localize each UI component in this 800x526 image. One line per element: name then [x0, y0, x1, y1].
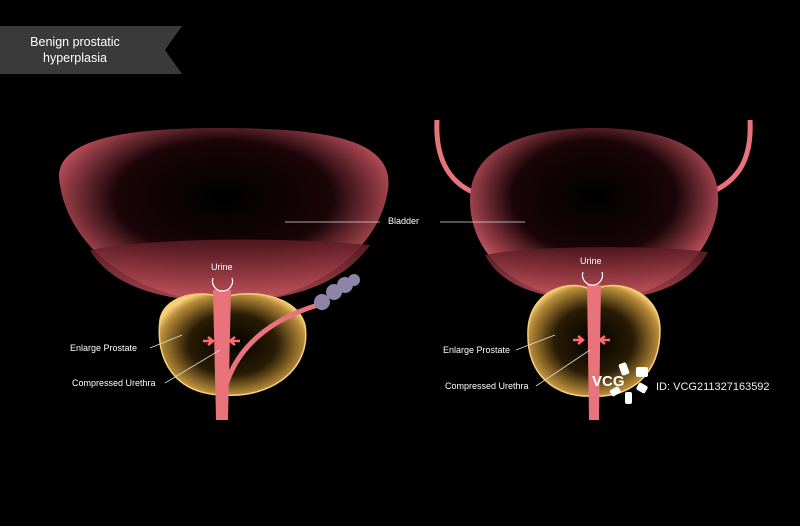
- right-urethra: [587, 285, 601, 420]
- left-urine-arrow: [211, 277, 234, 292]
- leader-lines: [149, 221, 591, 387]
- title-line-2: hyperplasia: [43, 51, 107, 65]
- left-urethra: [213, 290, 231, 420]
- page-title: Benign prostatic hyperplasia: [0, 34, 150, 66]
- label-urine-left: Urine: [211, 262, 233, 272]
- left-ejaculatory-duct: [223, 300, 326, 386]
- left-compress-arrows: [203, 336, 240, 346]
- left-bladder: [59, 128, 389, 302]
- watermark-logo: VCG: [592, 373, 625, 390]
- label-enlarge-prostate-right: Enlarge Prostate: [443, 345, 511, 355]
- vcg-logo-icon: [609, 362, 648, 404]
- label-urine-right: Urine: [580, 256, 602, 266]
- right-urine-arrow: [581, 271, 604, 286]
- right-compress-arrows: [573, 335, 610, 345]
- label-compressed-urethra-right: Compressed Urethra: [445, 381, 529, 391]
- title-line-1: Benign prostatic: [30, 35, 120, 49]
- label-compressed-urethra-left: Compressed Urethra: [72, 378, 156, 388]
- left-seminal-vesicle: [314, 274, 360, 310]
- title-banner: [0, 26, 182, 74]
- right-bladder: [470, 128, 719, 300]
- label-enlarge-prostate-left: Enlarge Prostate: [70, 343, 138, 353]
- watermark-id: ID: VCG211327163592: [656, 381, 770, 393]
- label-bladder: Bladder: [388, 216, 420, 226]
